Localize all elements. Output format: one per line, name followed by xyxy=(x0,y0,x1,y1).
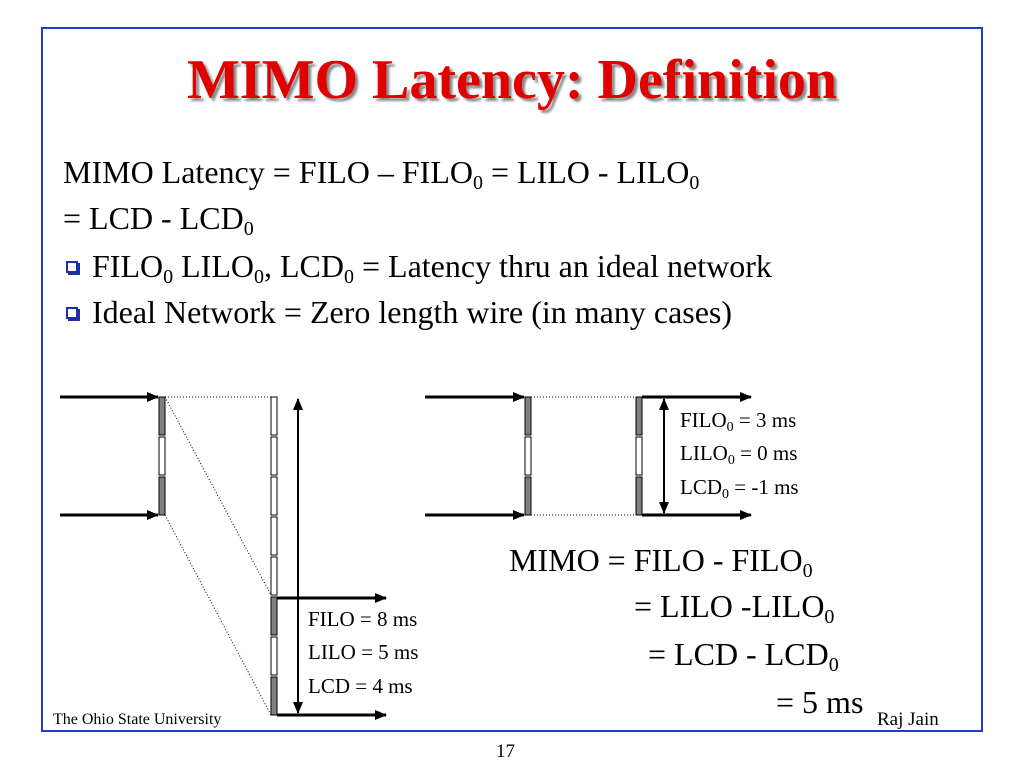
mimo-equation-line-4: = 5 ms xyxy=(776,684,864,720)
projection-line xyxy=(164,514,272,716)
slide-title: MIMO Latency: Definition xyxy=(186,49,838,111)
actual-network-diagram xyxy=(60,392,387,720)
bullet-item-ideal-latency: FILO0 LILO0, LCD0 = Latency thru an idea… xyxy=(66,250,772,287)
bullet-item-ideal-network: Ideal Network = Zero length wire (in man… xyxy=(66,296,732,328)
projection-line xyxy=(164,396,272,596)
definition-line-1: MIMO Latency = FILO – FILO0 = LILO - LIL… xyxy=(63,154,700,194)
footer-university: The Ohio State University xyxy=(53,711,222,728)
mimo-equation-line-1: MIMO = FILO - FILO0 xyxy=(509,542,813,582)
ideal-output-frame xyxy=(635,396,643,516)
output-frame xyxy=(270,596,278,716)
ideal-lcd-label: LCD0 = -1 ms xyxy=(680,475,799,502)
square-bullet-icon xyxy=(66,307,78,319)
ideal-input-frame xyxy=(524,396,532,516)
ideal-network-diagram xyxy=(425,392,752,520)
footer-author: Raj Jain xyxy=(877,709,939,730)
actual-filo-label: FILO = 8 ms xyxy=(308,607,418,631)
input-frame xyxy=(158,396,166,516)
ideal-lilo-label: LILO0 = 0 ms xyxy=(680,441,798,468)
delay-column xyxy=(270,396,278,596)
slide-frame xyxy=(41,27,983,732)
page-number: 17 xyxy=(496,741,515,762)
mimo-equation-line-3: = LCD - LCD0 xyxy=(648,636,839,676)
square-bullet-icon xyxy=(66,261,78,273)
mimo-equation-line-2: = LILO -LILO0 xyxy=(634,588,835,628)
actual-lcd-label: LCD = 4 ms xyxy=(308,674,413,698)
actual-lilo-label: LILO = 5 ms xyxy=(308,640,419,664)
ideal-filo-label: FILO0 = 3 ms xyxy=(680,408,797,435)
definition-line-2: = LCD - LCD0 xyxy=(63,200,254,240)
